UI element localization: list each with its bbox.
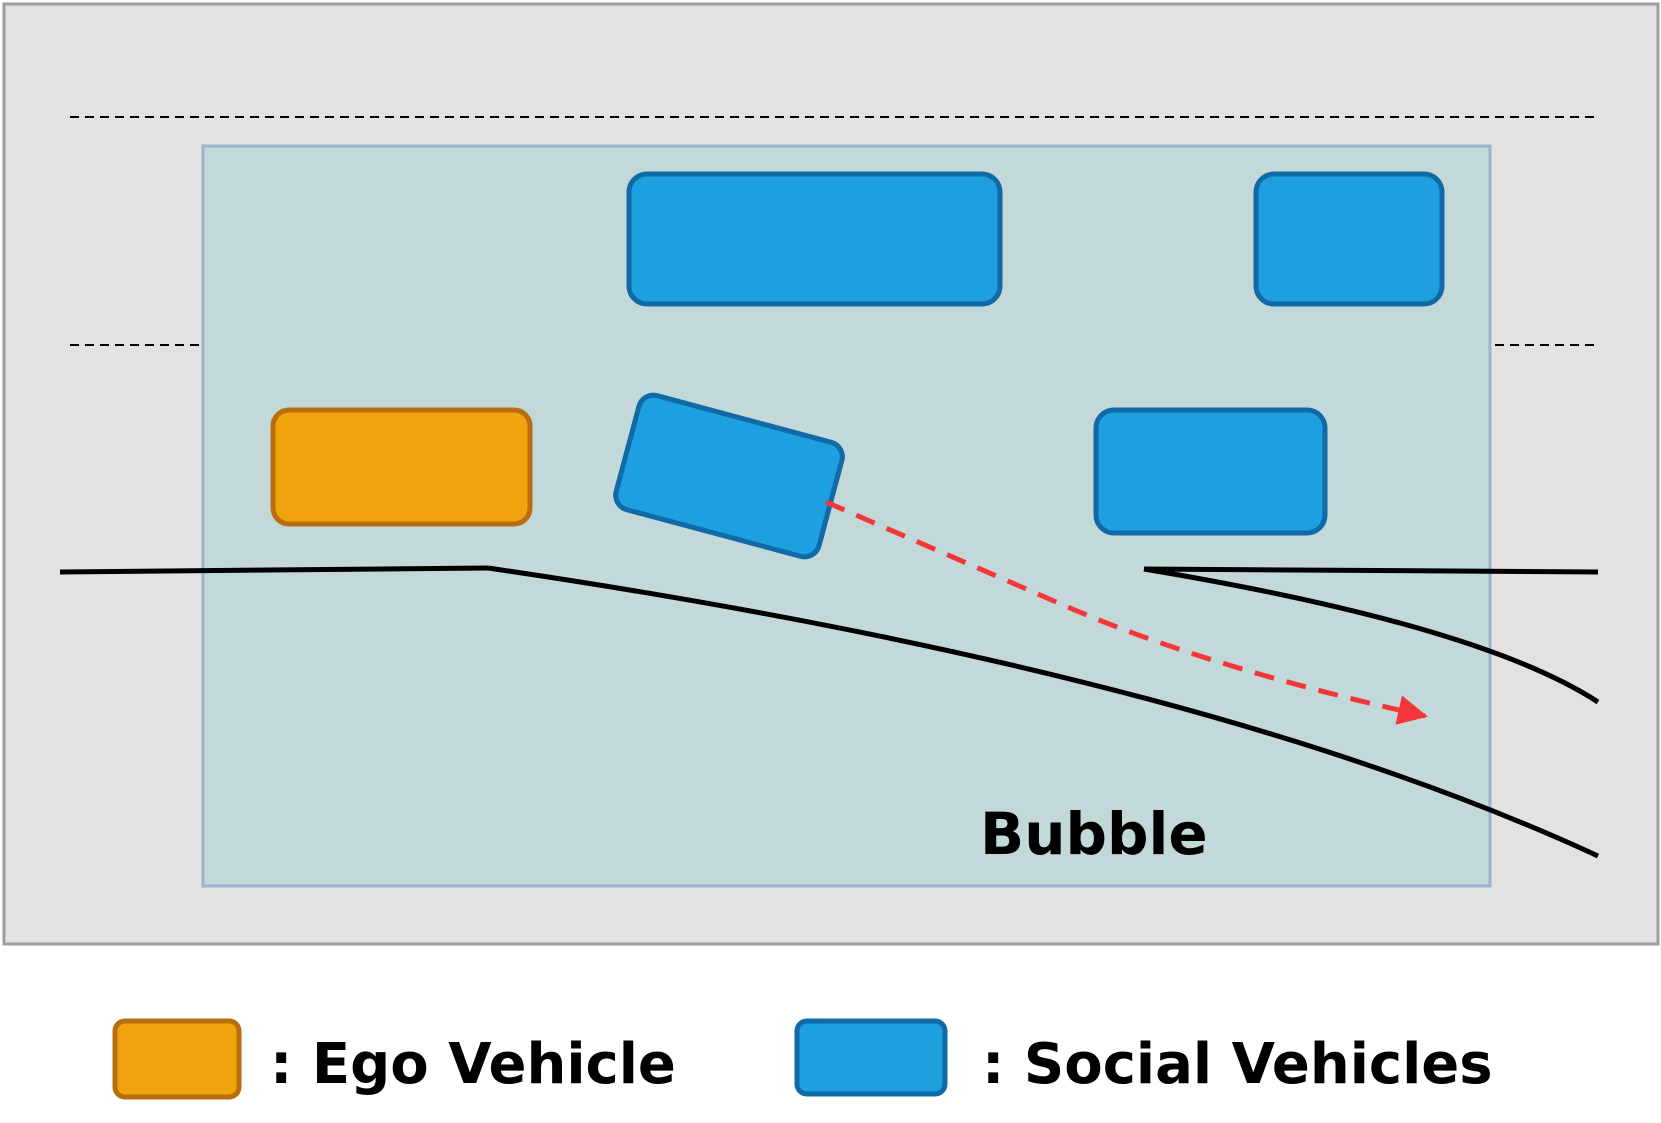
legend-ego-label: : Ego Vehicle bbox=[270, 1032, 676, 1097]
road-edge-main-curve bbox=[487, 565, 1600, 859]
social-vehicle-top-right bbox=[1253, 171, 1445, 307]
legend-social-label: : Social Vehicles bbox=[982, 1032, 1493, 1097]
road-edge-ramp-curve bbox=[1143, 566, 1600, 705]
social-vehicle-top-left bbox=[626, 171, 1003, 307]
social-vehicle-right-lane bbox=[1093, 407, 1328, 536]
bubble-label: Bubble bbox=[980, 800, 1208, 868]
road-edge-right bbox=[1143, 566, 1599, 575]
ego-vehicle bbox=[270, 407, 533, 527]
trajectory-arrow bbox=[825, 499, 1428, 725]
legend-social-swatch bbox=[794, 1018, 948, 1097]
legend-ego-swatch bbox=[112, 1018, 242, 1100]
road-edge-left bbox=[59, 565, 489, 575]
